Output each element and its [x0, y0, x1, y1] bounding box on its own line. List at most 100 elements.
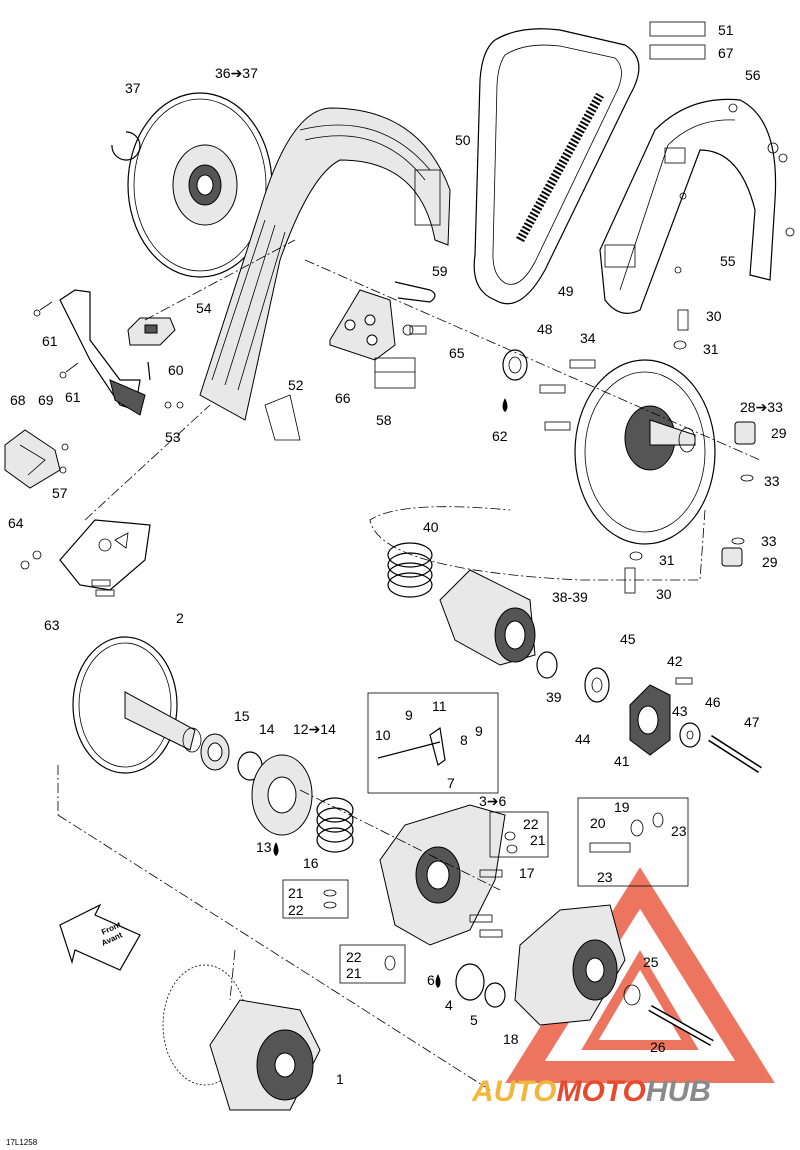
watermark-hub: HUB — [646, 1075, 711, 1108]
callout-37: 37 — [125, 80, 141, 96]
callout-29-bottom: 29 — [762, 554, 778, 570]
washer-46 — [679, 722, 701, 748]
callout-18: 18 — [503, 1031, 519, 1047]
callout-45: 45 — [620, 631, 636, 647]
watermark-moto: MOTO — [556, 1075, 645, 1108]
callout-15: 15 — [234, 708, 250, 724]
callout-26: 26 — [650, 1039, 666, 1055]
ring-31-bottom — [629, 551, 643, 561]
callout-34: 34 — [580, 330, 596, 346]
callout-7: 7 — [447, 775, 455, 791]
callout-14: 14 — [259, 721, 275, 737]
callout-9-right: 9 — [475, 723, 483, 739]
callout-39: 39 — [546, 689, 562, 705]
slider-29-top — [734, 421, 756, 445]
callout-11: 11 — [432, 698, 447, 714]
callout-69: 69 — [38, 392, 54, 408]
circlip-39 — [536, 651, 558, 679]
callout-65: 65 — [449, 345, 465, 361]
callout-31-top: 31 — [703, 341, 719, 357]
bolt-26 — [648, 1004, 714, 1047]
callout-54: 54 — [196, 300, 212, 316]
bushing-4 — [455, 963, 485, 1001]
bracket-66 — [329, 289, 396, 361]
ring-33-top — [740, 474, 754, 482]
driven-pulley-fixed-sheave — [127, 92, 273, 278]
belt-guard — [599, 98, 777, 314]
callout-19: 19 — [614, 799, 630, 815]
watermark-auto: AUTO — [471, 1075, 556, 1108]
callout-31-bottom: 31 — [659, 552, 675, 568]
callout-23-bottom: 23 — [597, 869, 613, 885]
bolt-30-top — [677, 309, 689, 331]
screws-69 — [59, 443, 69, 474]
callout-68: 68 — [10, 392, 26, 408]
inset-box-22-21-right — [489, 811, 549, 858]
drive-belt — [473, 28, 640, 305]
callout-67: 67 — [718, 45, 734, 61]
pins-19-20-23 — [589, 812, 664, 853]
callout-21-left: 21 — [288, 885, 304, 901]
screw-42 — [675, 677, 693, 685]
callout-60: 60 — [168, 362, 184, 378]
callout-10: 10 — [375, 727, 391, 743]
watermark-text: AUTOMOTOHUB — [471, 1075, 711, 1108]
callout-46: 46 — [705, 694, 721, 710]
front-direction-arrow — [59, 903, 141, 971]
part-callouts: 51 67 56 36➔37 37 50 55 59 49 30 54 61 6… — [8, 22, 787, 1087]
inset-box-21-22-left — [282, 879, 349, 919]
fasteners-56 — [728, 103, 795, 237]
drive-pulley-fixed-sheave — [72, 636, 202, 774]
callout-41: 41 — [614, 753, 630, 769]
label-plate-51 — [649, 21, 706, 37]
spring-16 — [316, 797, 354, 853]
washer-25 — [623, 984, 641, 1006]
bracket-68 — [4, 429, 61, 489]
callout-59: 59 — [432, 263, 448, 279]
callout-22-right: 22 — [523, 816, 539, 832]
callout-61-top: 61 — [42, 333, 58, 349]
fasteners-64 — [20, 550, 42, 570]
callout-63: 63 — [44, 617, 60, 633]
bolt-47 — [708, 735, 762, 773]
spring-seat-12-14 — [251, 754, 313, 836]
callout-62: 62 — [492, 428, 508, 444]
drive-pulley-assembly — [162, 964, 321, 1111]
lubricant-drop-icon — [435, 974, 441, 988]
callout-49: 49 — [558, 283, 574, 299]
hinge-58 — [374, 357, 416, 389]
circlip-37 — [111, 131, 141, 161]
callout-29-top: 29 — [771, 425, 787, 441]
callout-22-left: 22 — [288, 902, 304, 918]
washer-48 — [502, 349, 528, 381]
callout-1: 1 — [336, 1071, 344, 1087]
ring-31-top — [673, 340, 687, 350]
callout-4: 4 — [445, 997, 453, 1013]
retaining-clip-59 — [394, 281, 436, 303]
bolt-65 — [402, 324, 427, 336]
cam-38-39 — [439, 569, 536, 666]
callout-40: 40 — [423, 519, 439, 535]
lubricant-drop-icon — [273, 842, 279, 856]
bearing-15 — [200, 733, 230, 771]
callout-21-right: 21 — [530, 832, 546, 848]
callout-23-top: 23 — [671, 823, 687, 839]
screws-17 — [469, 869, 503, 938]
drawing-id: 17L1258 — [6, 1138, 38, 1147]
callout-64: 64 — [8, 515, 24, 531]
callout-16: 16 — [303, 855, 319, 871]
bracket-52 — [264, 394, 301, 441]
driven-pulley-sheave — [574, 359, 716, 545]
pin-10 — [377, 741, 441, 759]
belt-guard-support — [199, 107, 451, 421]
callout-30-top: 30 — [706, 308, 722, 324]
callout-44: 44 — [575, 731, 591, 747]
callout-58: 58 — [376, 412, 392, 428]
callout-12-14: 12➔14 — [293, 721, 336, 737]
callout-17: 17 — [519, 865, 535, 881]
callout-28-33: 28➔33 — [740, 399, 783, 415]
callout-52: 52 — [288, 377, 304, 393]
label-plate-67 — [649, 44, 706, 60]
callout-22-bottom: 22 — [346, 949, 362, 965]
